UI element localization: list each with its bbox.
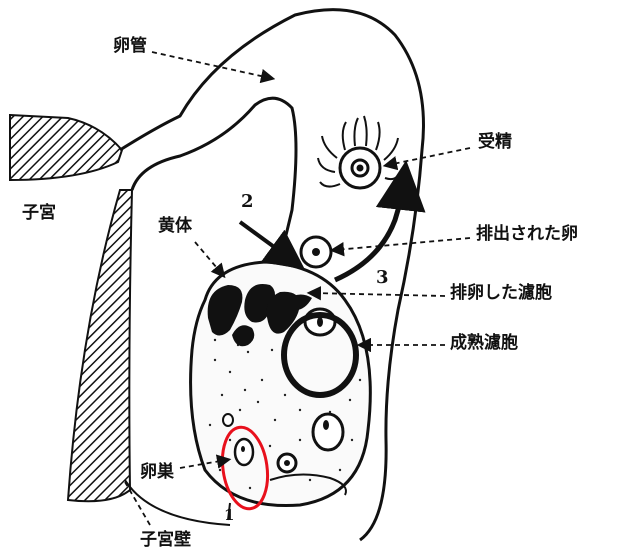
uterine-cavity-line xyxy=(125,480,230,525)
stage-number-3: 3 xyxy=(376,269,389,287)
oviduct-inner-outline xyxy=(132,98,296,258)
label-uterus: 子宮 xyxy=(22,205,56,222)
follicle-small-2-core xyxy=(241,446,245,452)
follicle-small-4-core xyxy=(284,460,290,466)
follicle-small-2 xyxy=(235,439,253,465)
released-egg-core xyxy=(312,248,320,256)
label-corpus-luteum: 黄体 xyxy=(158,218,192,235)
uterus-lower-wall xyxy=(68,190,132,501)
uterus-upper-wall xyxy=(10,115,122,180)
label-uterine-wall: 子宮壁 xyxy=(140,532,191,549)
label-released-egg: 排出された卵 xyxy=(476,226,578,243)
stage-number-1: 1 xyxy=(224,508,234,523)
stage-number-2: 2 xyxy=(241,193,254,211)
label-mature-follicle: 成熟濾胞 xyxy=(450,335,518,352)
follicle-small-3 xyxy=(223,414,233,426)
follicle-small-1 xyxy=(313,414,343,450)
label-fertilization: 受精 xyxy=(478,134,512,151)
arrow-stage-3 xyxy=(335,180,404,280)
label-ovary: 卵巣 xyxy=(140,464,174,481)
label-oviduct: 卵管 xyxy=(113,38,147,55)
ovulated-follicle-core xyxy=(317,317,323,327)
follicle-small-1-core xyxy=(323,420,329,430)
fertilized-egg xyxy=(318,116,400,188)
label-ovulated-follicle: 排卵した濾胞 xyxy=(450,285,552,302)
